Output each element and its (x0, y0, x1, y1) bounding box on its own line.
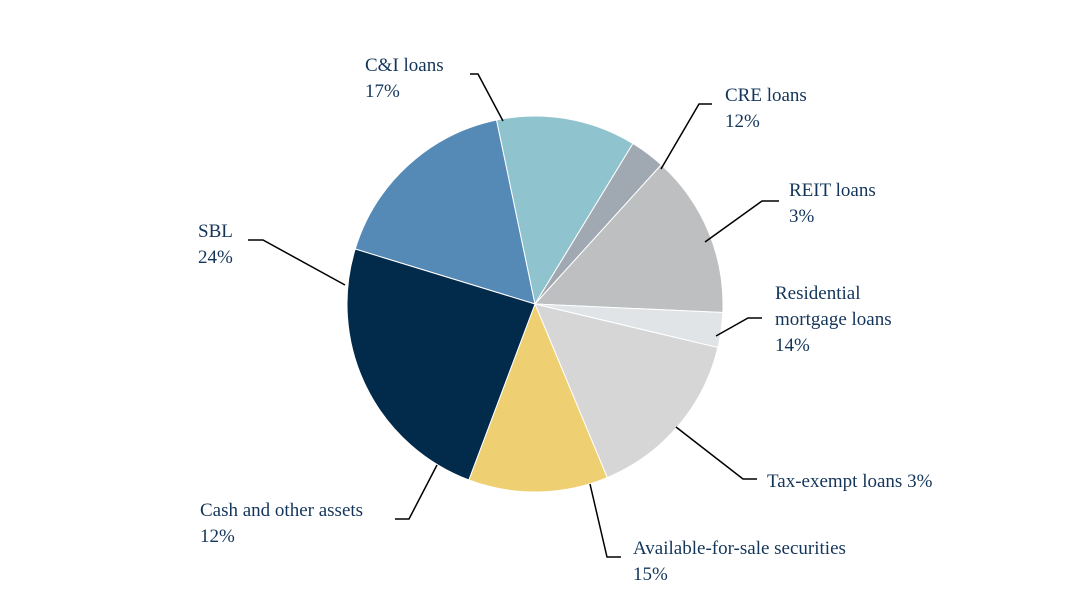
slice-value-label: 12% (200, 526, 235, 547)
leader-line (589, 483, 621, 558)
slice-label: Cash and other assets 12% (200, 500, 363, 547)
slice-name-label: Residential (775, 283, 860, 304)
slice-name-label: mortgage loans (775, 309, 892, 330)
slice-label: REIT loans 3% (789, 180, 876, 227)
leader-line (715, 317, 762, 337)
leader-line (470, 73, 504, 122)
slice-value-label: 12% (725, 111, 760, 132)
pie-slice-cash-and-other-assets (468, 302, 608, 493)
slice-name-label: CRE loans (725, 85, 807, 106)
pie-slice-cre-loans (495, 115, 634, 306)
slice-labels: C&I loans 17% CRE loans 12% REIT loans 3% Resi… (198, 55, 933, 585)
pie-slice-residential-mortgage-loans (533, 164, 724, 314)
leader-line (395, 464, 438, 520)
slice-name-label: Cash and other assets (200, 500, 363, 521)
leader-line (248, 239, 346, 286)
slice-name-label: REIT loans (789, 180, 876, 201)
leader-line (660, 103, 712, 170)
slice-value-label: 17% (365, 81, 400, 102)
slice-label: Tax-exempt loans 3% (767, 471, 933, 492)
leader-line (675, 426, 757, 480)
slice-name-label: SBL (198, 221, 233, 242)
slice-value-label: 3% (789, 206, 815, 227)
slice-value-label: 24% (198, 247, 233, 268)
slice-value-label: 14% (775, 335, 810, 356)
pie-slice-available-for-sale-securities (534, 303, 719, 479)
slice-name-label: C&I loans (365, 55, 444, 76)
slice-label: Residential mortgage loans 14% (775, 283, 892, 356)
slice-name-label: Tax-exempt loans 3% (767, 471, 933, 492)
slice-label: C&I loans 17% (365, 55, 444, 102)
leader-lines (248, 73, 779, 558)
slice-label: SBL 24% (198, 221, 233, 268)
pie-slice-c-i-loans (354, 119, 536, 305)
slice-label: Available-for-sale securities 15% (633, 538, 846, 585)
slice-label: CRE loans 12% (725, 85, 807, 132)
pie-slices (346, 115, 724, 493)
pie-slice-sbl (346, 248, 536, 481)
slice-value-label: 15% (633, 564, 668, 585)
leader-line (704, 200, 779, 243)
slice-name-label: Available-for-sale securities (633, 538, 846, 559)
